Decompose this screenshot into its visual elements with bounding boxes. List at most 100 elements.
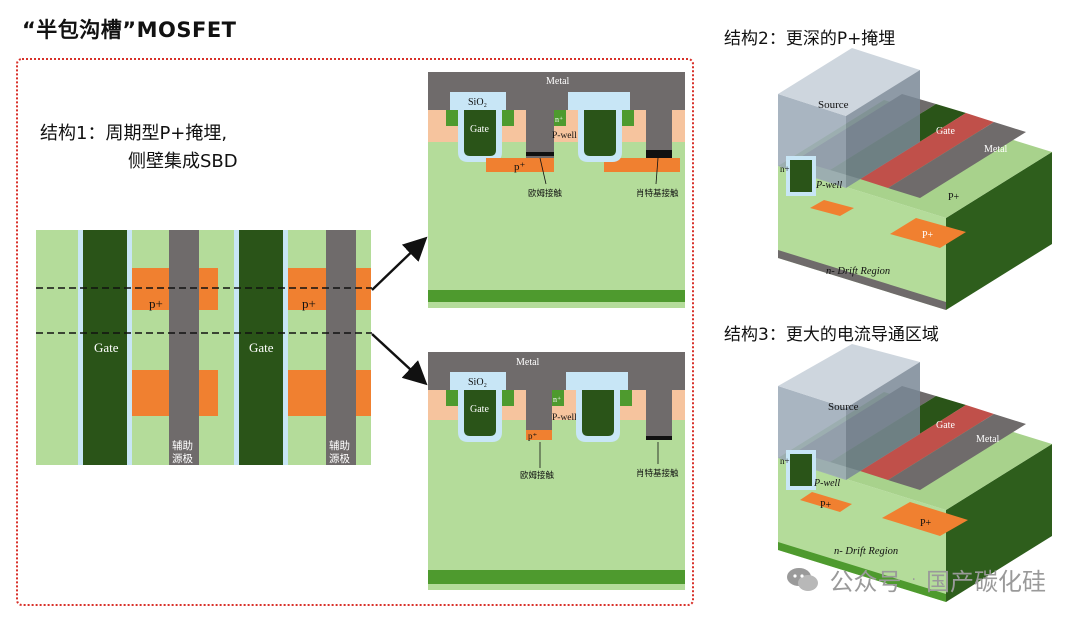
structure1-frame <box>16 58 694 606</box>
gate-label-2: Gate <box>249 340 274 355</box>
p-plus-label-1: P+ <box>948 192 960 203</box>
sio2-cap-1 <box>450 372 506 390</box>
wechat-icon <box>786 567 818 591</box>
sio2-label: SiO₂ <box>468 377 487 388</box>
bottom-edge <box>778 250 946 310</box>
n-plus-label: n⁺ <box>553 395 561 404</box>
drift-label: n- Drift Region <box>826 266 890 277</box>
page-title: “半包沟槽”MOSFET <box>22 18 237 42</box>
gate-stripe-1 <box>83 230 127 465</box>
sio2-cap-2 <box>566 372 628 390</box>
arrow-to-bottom-section <box>371 333 428 386</box>
gate-label: Gate <box>470 404 489 415</box>
p-well-label: P-well <box>552 413 577 423</box>
p-plus-label-2: P+ <box>922 230 934 241</box>
gate-label: Gate <box>936 420 955 431</box>
aux-source-column-1 <box>169 230 199 465</box>
structure3-label: 结构3：更大的电流导通区域 <box>724 325 939 345</box>
p-plus-small <box>810 200 854 216</box>
right-face <box>946 152 1052 310</box>
sio2-label: SiO₂ <box>468 97 487 108</box>
gate-label-1: Gate <box>94 340 119 355</box>
substrate-layer <box>428 570 685 584</box>
device-3d-structure2: Source Gate Metal P-well n+ P+ P+ n- Dri… <box>778 48 1052 310</box>
schottky-contact-label: 肖特基接触 <box>636 468 679 479</box>
aux-source-label-1b: 源极 <box>172 452 193 465</box>
metal-stripe <box>860 405 994 480</box>
sio2-cap-1 <box>450 92 506 110</box>
gate-poly-2 <box>582 390 614 436</box>
arrow-to-top-section <box>371 236 428 291</box>
source-label: Source <box>828 401 859 413</box>
p-plus-label-1: p+ <box>149 296 163 311</box>
metal-label: Metal <box>516 357 540 368</box>
p-plus-label-1: P+ <box>820 500 832 511</box>
n-plus-right-1 <box>502 390 514 406</box>
watermark-left: 公众号 <box>829 568 902 596</box>
n-plus-label: n⁺ <box>555 115 563 124</box>
cross-section-bottom: Metal SiO₂ Gate p⁺ n⁺ P-well 欧姆接触 肖特基接触 <box>428 352 685 590</box>
sio2-cap-2 <box>568 92 630 110</box>
aux-source-label-2b: 源极 <box>329 452 350 465</box>
metal-label: Metal <box>546 76 570 87</box>
aux-metal-2 <box>646 390 672 440</box>
cross-section-top: Metal SiO₂ Gate n⁺ P-well p⁺ 欧姆接触 肖特基接触 <box>428 72 685 308</box>
structure1-caption: 结构1：周期型P+掩埋, 侧壁集成SBD <box>40 120 238 176</box>
n-plus-label: n+ <box>780 456 790 466</box>
source-block-top <box>778 344 920 408</box>
p-plus-region <box>882 502 968 536</box>
n-plus-label: n+ <box>780 164 790 174</box>
p-plus-region-1 <box>486 158 554 172</box>
n-plus-box <box>554 110 566 126</box>
front-face <box>778 166 946 310</box>
source-block-top <box>778 48 920 116</box>
aux-source-label-2a: 辅助 <box>329 439 350 452</box>
watermark: 公众号 · 国产碳化硅 <box>786 562 1046 597</box>
aux-metal-1 <box>526 390 552 432</box>
pointer-arrows <box>371 236 428 386</box>
p-plus-label-2: p+ <box>302 296 316 311</box>
watermark-right: 国产碳化硅 <box>926 568 1046 596</box>
ohmic-contact-label: 欧姆接触 <box>528 188 563 199</box>
gate-stripe-2 <box>239 230 283 465</box>
schottky-stripe <box>646 436 672 440</box>
watermark-dot: · <box>911 571 916 588</box>
schottky-contact-label: 肖特基接触 <box>636 188 679 199</box>
right-face <box>946 444 1052 602</box>
ohmic-contact-label: 欧姆接触 <box>520 470 555 481</box>
gate-front <box>790 454 812 486</box>
ohmic-stripe-1 <box>526 152 554 156</box>
aux-metal-stripe <box>888 122 1026 198</box>
front-face <box>778 458 946 602</box>
source-block-side <box>846 70 920 188</box>
metal-stripe <box>860 113 994 188</box>
schottky-callout-line <box>655 157 659 185</box>
aux-source-label-1a: 辅助 <box>172 439 193 452</box>
p-well-label: P-well <box>813 478 840 489</box>
n-plus-right-2 <box>620 390 632 406</box>
p-plus-pocket <box>526 430 552 440</box>
gate-poly-2 <box>584 110 616 156</box>
structure1-line1: 结构1：周期型P+掩埋, <box>40 123 228 144</box>
gate-poly-1 <box>464 390 496 436</box>
aux-metal-1 <box>526 110 554 158</box>
drift-label: n- Drift Region <box>834 546 898 557</box>
p-plus-small <box>800 492 852 512</box>
p-plus-label: p⁺ <box>514 161 526 173</box>
gate-front <box>790 160 812 192</box>
n-plus-left-1 <box>446 110 458 126</box>
metal-label: Metal <box>976 434 1000 445</box>
source-label: Source <box>818 99 849 111</box>
source-block-side <box>846 362 920 480</box>
ohmic-callout-line <box>539 157 547 185</box>
p-plus-region-2 <box>604 158 680 172</box>
n-plus-box <box>552 390 564 406</box>
structure1-line2: 侧壁集成SBD <box>128 151 238 172</box>
p-plus-region <box>890 218 966 248</box>
metal-label: Metal <box>984 144 1008 155</box>
device-3d-structure3: Source Gate Metal P-well n+ P+ P+ n- Dri… <box>778 344 1052 602</box>
aux-source-column-2 <box>326 230 356 465</box>
aux-metal-stripe <box>888 414 1026 490</box>
gate-label: Gate <box>470 124 489 135</box>
p-well-label: P-well <box>552 131 577 141</box>
